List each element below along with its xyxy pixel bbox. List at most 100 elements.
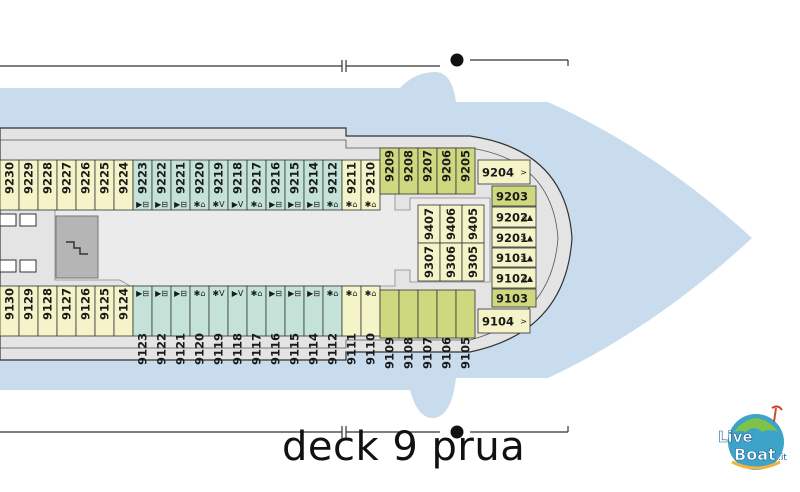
cabin-9115[interactable]: 9115▶⊟ (284, 285, 305, 365)
cabin-9118[interactable]: 9118 ▶V (227, 285, 248, 365)
cabin-9212[interactable]: 9212✱⌂ (322, 159, 343, 211)
cabin-9218[interactable]: 9218▶V (227, 159, 248, 211)
cabin-number: 9305 (466, 246, 480, 278)
cabin-number: 9203 (496, 190, 528, 204)
cabin-number: 9119 (212, 333, 226, 365)
stairwell (55, 215, 99, 279)
cabin-9222[interactable]: 9222 ▶⊟ (151, 159, 172, 211)
cabin-9203[interactable]: 9203 (491, 185, 537, 207)
marker-dot-top (450, 53, 464, 67)
cabin-9123[interactable]: 9123 ▶⊟ (132, 285, 153, 365)
cabin-9223[interactable]: 9223 ▶⊟ (132, 159, 153, 211)
cabin-number: 9307 (422, 246, 436, 278)
cabin-9101[interactable]: 9101>▲ (491, 247, 537, 268)
cabin-number: 9111 (345, 333, 359, 365)
cabin-number: 9124 (117, 288, 131, 320)
cabin-9227[interactable]: 9227 (56, 159, 77, 211)
cabin-9122[interactable]: 9122▶⊟ (151, 285, 172, 365)
cabin-9110[interactable]: 9110✱⌂ (360, 285, 381, 365)
cabin-9215[interactable]: 9215▶⊟ (284, 159, 305, 211)
cabin-9220[interactable]: 9220✱⌂ (189, 159, 210, 211)
cabin-number: 9116 (269, 333, 283, 365)
cabin-feature-icons: ▶⊟ (136, 289, 149, 298)
cabin-number: 9105 (459, 337, 473, 369)
cabin-9114[interactable]: 9114▶⊟ (303, 285, 324, 365)
cabin-9206[interactable]: 9206 (436, 147, 457, 195)
cabin-9107[interactable]: 9107 (417, 289, 438, 369)
cabin-number: 9123 (136, 333, 150, 365)
elevator-top-icon (0, 213, 37, 227)
cabin-9226[interactable]: 9226 (75, 159, 96, 211)
cabin-number: 9229 (22, 162, 36, 194)
cabin-9111[interactable]: 9111✱⌂ (341, 285, 362, 365)
cabin-9109[interactable]: 9109 (379, 289, 400, 369)
cabin-number: 9222 (155, 162, 169, 194)
logo-text-boat: Boat (734, 445, 776, 464)
cabin-9103[interactable]: 9103 (491, 288, 537, 308)
cabin-9209[interactable]: 9209 (379, 147, 400, 195)
cabin-number: 9216 (269, 162, 283, 194)
dimension-lines (0, 59, 569, 438)
cabin-9104[interactable]: 9104> (477, 308, 531, 334)
cabin-number: 9209 (383, 150, 397, 182)
cabin-feature-icons: >▲ (520, 254, 534, 263)
cabin-9130[interactable]: 9130 (0, 285, 20, 337)
cabin-9307[interactable]: 9307 (417, 242, 441, 282)
cabin-9210[interactable]: 9210✱⌂ (360, 159, 381, 211)
cabin-9129[interactable]: 9129 (18, 285, 39, 337)
cabin-number: 9407 (422, 208, 436, 240)
cabin-9112[interactable]: 9112✱⌂ (322, 285, 343, 365)
cabin-9128[interactable]: 9128 (37, 285, 58, 337)
cabin-9108[interactable]: 9108 (398, 289, 419, 369)
cabin-number: 9102 (496, 272, 528, 286)
cabin-number: 9208 (402, 150, 416, 182)
cabin-9121[interactable]: 9121▶⊟ (170, 285, 191, 365)
cabin-9201[interactable]: 9201>▲ (491, 227, 537, 248)
cabin-9202[interactable]: 9202⌂▲ (491, 206, 537, 228)
cabin-9208[interactable]: 9208 (398, 147, 419, 195)
cabin-number: 9223 (136, 162, 150, 194)
cabin-9229[interactable]: 9229 (18, 159, 39, 211)
cabin-number: 9202 (496, 211, 528, 225)
cabin-feature-icons: ✱⌂ (251, 289, 263, 298)
cabin-9306[interactable]: 9306 (439, 242, 463, 282)
cabin-9117[interactable]: 9117✱⌂ (246, 285, 267, 365)
cabin-9102[interactable]: 9102⌂▲ (491, 267, 537, 289)
cabin-9224[interactable]: 9224 (113, 159, 134, 211)
cabin-9217[interactable]: 9217✱⌂ (246, 159, 267, 211)
cabin-9119[interactable]: 9119✱V (208, 285, 229, 365)
cabin-9305[interactable]: 9305 (461, 242, 485, 282)
cabin-9105[interactable]: 9105 (455, 289, 476, 369)
cabin-9120[interactable]: 9120✱⌂ (189, 285, 210, 365)
cabin-9204[interactable]: 9204> (477, 159, 531, 185)
cabin-feature-icons: ▶⊟ (136, 200, 149, 209)
cabin-9116[interactable]: 9116▶⊟ (265, 285, 286, 365)
cabin-9124[interactable]: 9124 (113, 285, 134, 337)
cabin-feature-icons: ▶⊟ (155, 200, 168, 209)
cabin-9219[interactable]: 9219✱V (208, 159, 229, 211)
cabin-9207[interactable]: 9207 (417, 147, 438, 195)
cabin-9125[interactable]: 9125 (94, 285, 115, 337)
cabin-9405[interactable]: 9405 (461, 204, 485, 244)
cabin-number: 9210 (364, 162, 378, 194)
cabin-9228[interactable]: 9228 (37, 159, 58, 211)
cabin-9221[interactable]: 9221▶⊟ (170, 159, 191, 211)
cabin-9126[interactable]: 9126 (75, 285, 96, 337)
cabin-9407[interactable]: 9407 (417, 204, 441, 244)
marker-dot-bottom (450, 425, 464, 439)
cabin-9127[interactable]: 9127 (56, 285, 77, 337)
cabin-9406[interactable]: 9406 (439, 204, 463, 244)
cabin-9211[interactable]: 9211✱⌂ (341, 159, 362, 211)
cabin-feature-icons: ✱⌂ (365, 289, 377, 298)
cabin-9216[interactable]: 9216▶⊟ (265, 159, 286, 211)
cabin-number: 9112 (326, 333, 340, 365)
cabin-number: 9118 (231, 333, 245, 365)
cabin-feature-icons: ▶⊟ (288, 200, 301, 209)
cabin-9205[interactable]: 9205 (455, 147, 476, 195)
cabin-number: 9228 (41, 162, 55, 194)
cabin-9106[interactable]: 9106 (436, 289, 457, 369)
cabin-9230[interactable]: 9230 (0, 159, 20, 211)
cabin-9225[interactable]: 9225 (94, 159, 115, 211)
cabin-feature-icons: ▶V (232, 289, 244, 298)
cabin-9214[interactable]: 9214▶⊟ (303, 159, 324, 211)
